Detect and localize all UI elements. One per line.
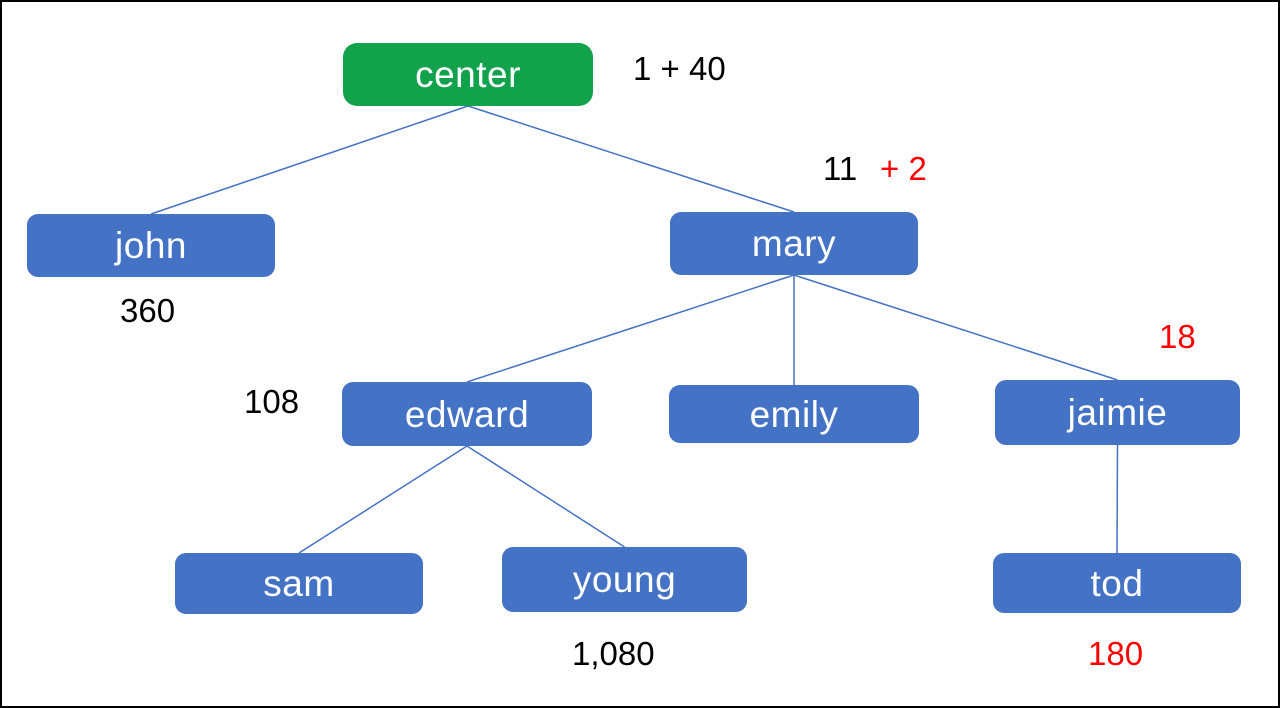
tree-node-john: john	[27, 214, 275, 277]
tree-node-emily: emily	[669, 385, 919, 443]
annotation-jaimie-delta: 18	[1159, 318, 1196, 355]
annotation-mary-delta: + 2	[880, 150, 927, 187]
edge-jaimie-to-tod	[1116, 444, 1119, 554]
tree-node-label-tod: tod	[1090, 562, 1144, 604]
annotation-mary-value: 11	[823, 150, 858, 187]
edge-center-to-john	[150, 105, 469, 215]
annotation-center-value: 1 + 40	[633, 50, 726, 87]
tree-node-label-john: john	[115, 225, 187, 266]
tree-node-label-jaimie: jaimie	[1067, 392, 1168, 433]
tree-node-sam: sam	[175, 553, 423, 614]
tree-node-label-young: young	[572, 559, 677, 600]
tree-node-label-sam: sam	[263, 563, 335, 604]
tree-node-jaimie: jaimie	[995, 380, 1240, 445]
edge-mary-to-edward	[466, 274, 795, 383]
tree-node-tod: tod	[993, 553, 1241, 613]
tree-node-label-center: center	[415, 54, 521, 95]
edge-edward-to-sam	[298, 445, 468, 554]
annotation-tod-value: 180	[1088, 635, 1144, 672]
tree-node-young: young	[502, 547, 747, 612]
annotation-edward-value: 108	[244, 383, 300, 420]
tree-node-label-emily: emily	[749, 393, 839, 435]
tree-node-center: center	[343, 43, 593, 106]
annotation-young-value: 1,080	[572, 635, 655, 672]
tree-node-label-mary: mary	[751, 223, 837, 264]
edge-mary-to-jaimie	[793, 274, 1118, 381]
tree-node-mary: mary	[670, 212, 918, 275]
annotation-john-value: 360	[120, 292, 176, 329]
edge-edward-to-young	[466, 445, 625, 548]
edge-center-to-mary	[467, 105, 795, 213]
tree-node-label-edward: edward	[404, 393, 530, 435]
tree-node-edward: edward	[342, 382, 592, 446]
